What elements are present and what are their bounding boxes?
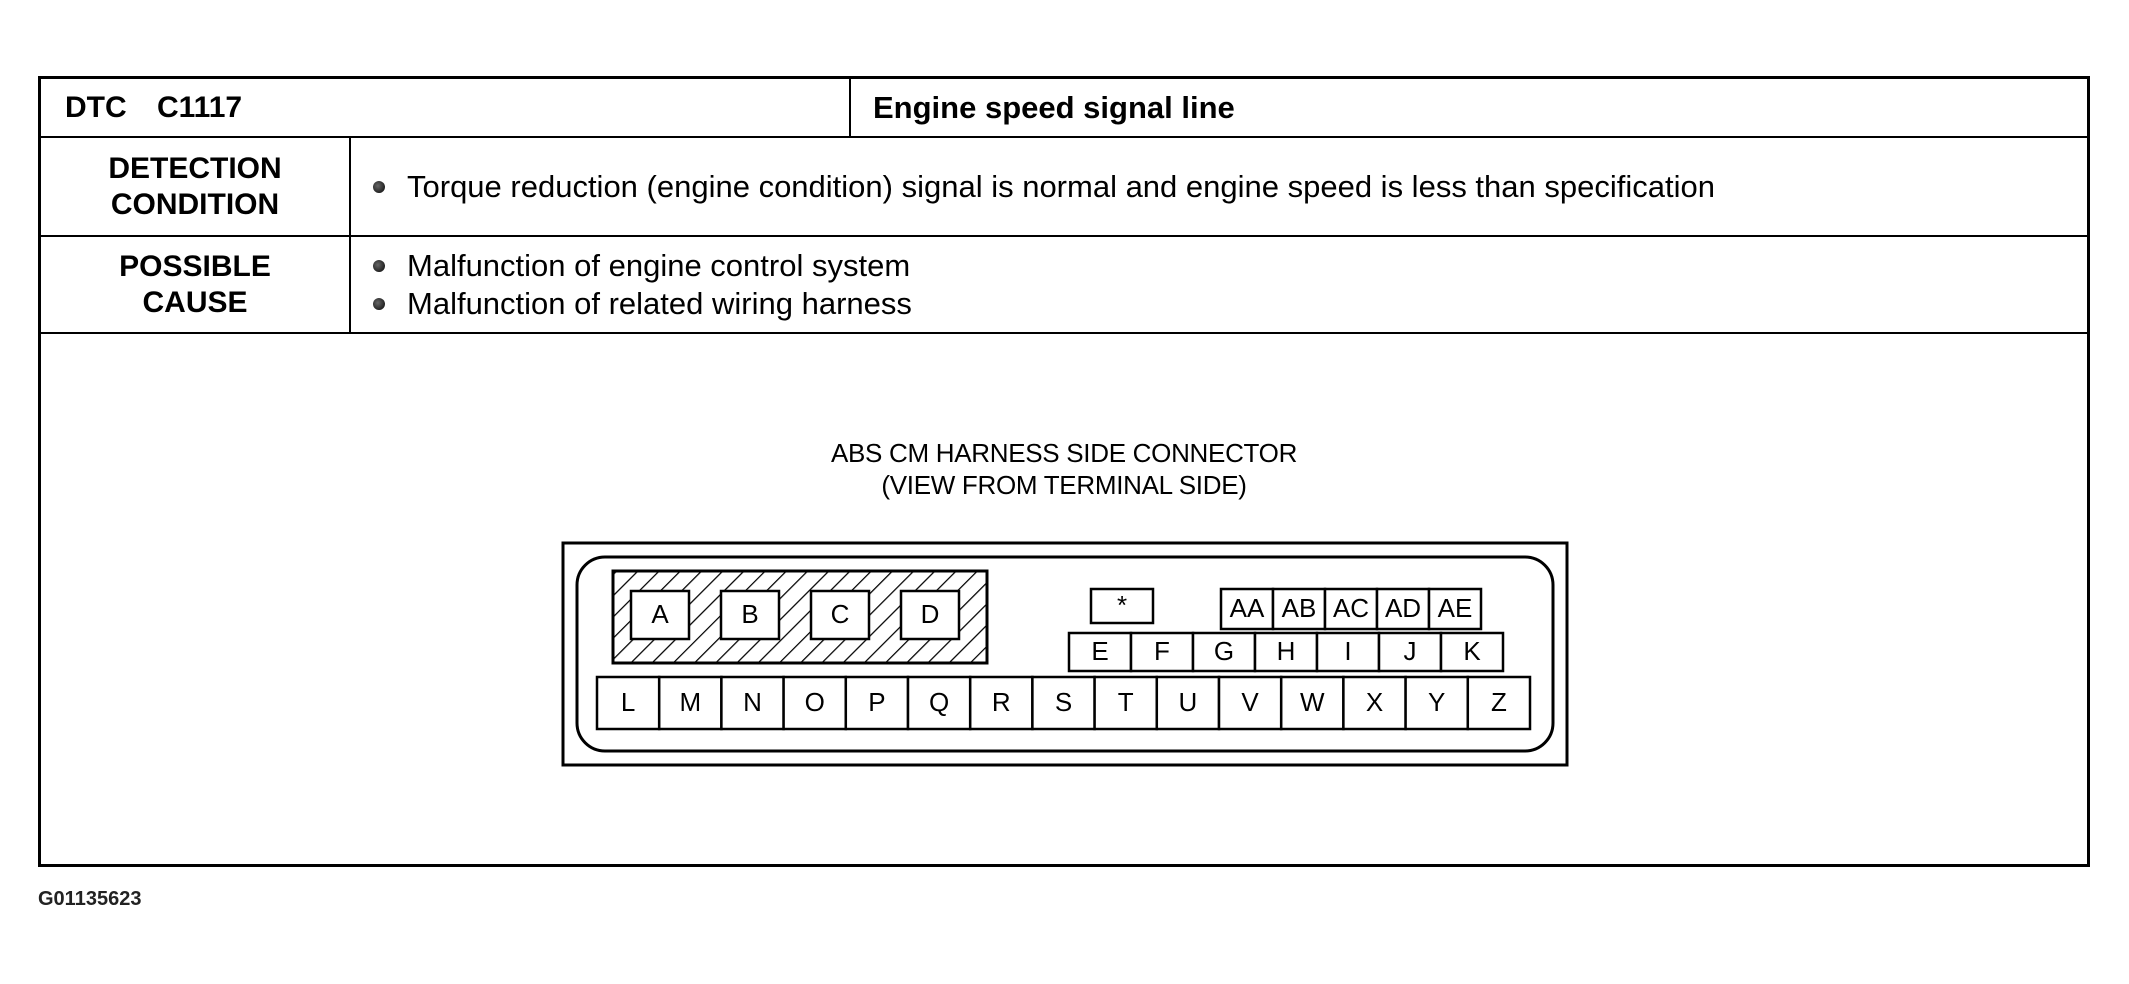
pin-n-label: N: [743, 687, 762, 717]
pin-p-label: P: [868, 687, 885, 717]
pin-d-box: [899, 589, 961, 641]
pin-z-label: Z: [1491, 687, 1507, 717]
diagram-title: ABS CM HARNESS SIDE CONNECTOR (VIEW FROM…: [41, 437, 2087, 501]
pin-y-label: Y: [1428, 687, 1445, 717]
dtc-table: DTC C1117 Engine speed signal line DETEC…: [38, 76, 2090, 867]
diagram-title-line1: ABS CM HARNESS SIDE CONNECTOR: [830, 438, 1298, 468]
pin-x-label: X: [1366, 687, 1383, 717]
bullet-icon: [373, 297, 385, 310]
pin-j-label: J: [1404, 636, 1417, 666]
pin-ac-box: [1323, 587, 1379, 631]
pin-w-box: [1279, 675, 1345, 731]
cause-content: Malfunction of engine control system Mal…: [351, 237, 2087, 332]
pin-s-label: S: [1055, 687, 1072, 717]
cause-label: POSSIBLE CAUSE: [41, 237, 351, 332]
pin-ad-label: AD: [1385, 593, 1421, 623]
detection-content: Torque reduction (engine condition) sign…: [351, 138, 2087, 235]
pin-h-label: H: [1277, 636, 1296, 666]
detection-item: Torque reduction (engine condition) sign…: [373, 168, 1715, 206]
pin-d-label: D: [921, 599, 940, 629]
pin-ae-box: [1427, 587, 1483, 631]
detection-item-text: Torque reduction (engine condition) sign…: [407, 168, 1715, 204]
pin-aa-label: AA: [1230, 593, 1265, 623]
pin-star-box: [1089, 587, 1155, 625]
pin-i-box: [1315, 631, 1381, 673]
pin-q-box: [906, 675, 972, 731]
cause-label-line1: POSSIBLE: [119, 249, 271, 283]
pin-h-box: [1253, 631, 1319, 673]
detection-label-line2: CONDITION: [110, 187, 280, 221]
pin-e-box: [1067, 631, 1133, 673]
pin-v-label: V: [1241, 687, 1259, 717]
pin-z-box: [1466, 675, 1532, 731]
pin-l-label: L: [621, 687, 635, 717]
dtc-code: DTC C1117: [41, 79, 851, 136]
pin-a-label: A: [651, 599, 669, 629]
pin-r-label: R: [992, 687, 1011, 717]
bullet-icon: [373, 259, 385, 272]
pin-ae-label: AE: [1438, 593, 1473, 623]
pin-a-box: [629, 589, 691, 641]
pin-o-label: O: [805, 687, 825, 717]
pin-b-label: B: [741, 599, 758, 629]
pin-e-label: E: [1091, 636, 1108, 666]
detection-label-line1: DETECTION: [108, 151, 282, 185]
pin-f-label: F: [1154, 636, 1170, 666]
pin-ab-label: AB: [1282, 593, 1317, 623]
pin-ac-label: AC: [1333, 593, 1369, 623]
pin-l-box: [595, 675, 661, 731]
pin-b-box: [719, 589, 781, 641]
figure-code: G01135623: [38, 888, 142, 910]
pin-i-label: I: [1344, 636, 1351, 666]
cause-item-text: Malfunction of engine control system: [407, 247, 911, 283]
pin-k-box: [1439, 631, 1505, 673]
connector-outer-frame: [561, 541, 1569, 767]
pin-w-label: W: [1300, 687, 1325, 717]
cause-item: Malfunction of related wiring harness: [373, 285, 912, 323]
pin-ab-box: [1271, 587, 1327, 631]
pin-g-box: [1191, 631, 1257, 673]
pin-q-label: Q: [929, 687, 949, 717]
diagram-title-line2: (VIEW FROM TERMINAL SIDE): [881, 470, 1247, 500]
cause-item: Malfunction of engine control system: [373, 247, 910, 285]
pin-u-box: [1155, 675, 1221, 731]
pin-u-label: U: [1179, 687, 1198, 717]
cause-item-text: Malfunction of related wiring harness: [407, 285, 912, 321]
detection-row: DETECTION CONDITION Torque reduction (en…: [41, 138, 2087, 237]
connector-inner-housing: [575, 555, 1555, 753]
bullet-icon: [373, 180, 385, 193]
dtc-title: Engine speed signal line: [873, 89, 1235, 125]
cause-row: POSSIBLE CAUSE Malfunction of engine con…: [41, 237, 2087, 334]
cause-label-line2: CAUSE: [142, 285, 248, 319]
pin-k-label: K: [1463, 636, 1481, 666]
pin-star-label: *: [1117, 590, 1127, 620]
pin-g-label: G: [1214, 636, 1234, 666]
pin-c-box: [809, 589, 871, 641]
pin-m-label: M: [679, 687, 701, 717]
detection-label: DETECTION CONDITION: [41, 138, 351, 235]
pin-t-label: T: [1118, 687, 1134, 717]
pin-c-label: C: [831, 599, 850, 629]
header-row: DTC C1117 Engine speed signal line: [41, 79, 2087, 138]
